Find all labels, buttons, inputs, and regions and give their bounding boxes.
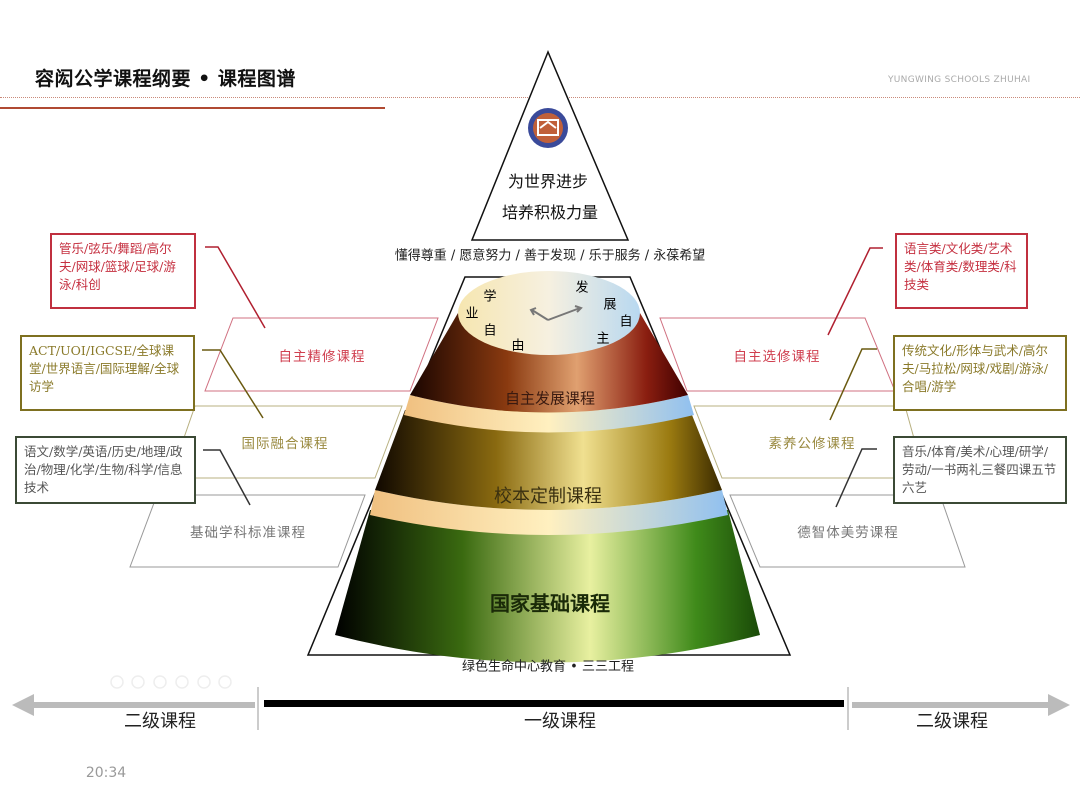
top-char: 学: [483, 289, 497, 305]
top-char: 自: [483, 323, 497, 339]
presentation-toolbar: [110, 675, 232, 689]
scale-left-bar: [30, 702, 255, 708]
plane-label-left-1: 自主精修课程: [278, 349, 366, 365]
page-title: 容闳公学课程纲要 • 课程图谱: [35, 68, 296, 90]
plane-label-left-3: 基础学科标准课程: [190, 525, 306, 541]
arrow-left-icon: [12, 694, 34, 716]
scale-center-bar: [264, 700, 844, 707]
plane-left-3: [129, 494, 366, 568]
connector-left-3: [203, 449, 251, 506]
top-char: 发: [575, 280, 589, 296]
connector-left-1: [205, 246, 266, 329]
top-char: 自: [619, 314, 633, 330]
layer-label-national-basic: 国家基础课程: [490, 591, 610, 616]
plane-label-right-1: 自主选修课程: [733, 349, 821, 365]
top-char: 展: [603, 297, 617, 313]
plane-label-left-2: 国际融合课程: [241, 436, 329, 452]
cone-layer-green: [335, 510, 760, 663]
scale-label-right: 二级课程: [916, 711, 988, 732]
base-caption: 绿色生命中心教育 • 三三工程: [462, 659, 634, 675]
plane-label-right-3: 德智体美劳课程: [797, 525, 899, 541]
top-char: 主: [596, 331, 610, 347]
plane-label-right-2: 素养公修课程: [768, 436, 856, 452]
brand-text: YUNGWING SCHOOLS ZHUHAI: [888, 75, 1031, 85]
title-underline: [0, 107, 385, 109]
scale-label-left: 二级课程: [124, 711, 196, 732]
right-box-elective: 语言类/文化类/艺术类/体育类/数理类/科技类: [895, 233, 1028, 309]
connector-right-1: [827, 247, 883, 336]
cone-top: [458, 271, 640, 355]
layer-label-school-custom: 校本定制课程: [494, 486, 602, 507]
arrows-icon: [529, 305, 583, 321]
arrow-right-icon: [1048, 694, 1070, 716]
connector-left-2: [202, 349, 264, 419]
layer-label-self-development: 自主发展课程: [504, 389, 596, 408]
core-values: 懂得尊重 / 愿意努力 / 善于发现 / 乐于服务 / 永葆希望: [394, 248, 706, 264]
school-logo-icon: [528, 108, 568, 148]
timestamp: 20:34: [85, 765, 127, 781]
connector-right-3: [835, 448, 877, 508]
cone-layer-gold: [375, 410, 722, 510]
scale-label-center: 一级课程: [524, 711, 596, 732]
right-box-literacy: 传统文化/形体与武术/高尔夫/马拉松/网球/戏剧/游泳/合唱/游学: [893, 335, 1067, 411]
apex-line-2: 培养积极力量: [501, 203, 599, 222]
top-char: 业: [465, 306, 479, 322]
left-box-international: ACT/UOI/IGCSE/全球课堂/世界语言/国际理解/全球访学: [20, 335, 195, 411]
plane-left-1: [204, 317, 439, 392]
left-box-basic: 语文/数学/英语/历史/地理/政治/物理/化学/生物/科学/信息技术: [15, 436, 196, 504]
left-box-elective: 管乐/弦乐/舞蹈/高尔夫/网球/篮球/足球/游泳/科创: [50, 233, 196, 309]
scale-right-bar: [852, 702, 1052, 708]
right-box-holistic: 音乐/体育/美术/心理/研学/劳动/一书两礼三餐四课五节六艺: [893, 436, 1067, 504]
top-char: 由: [511, 338, 525, 354]
cone-band-2: [370, 490, 728, 535]
cone-band-1: [404, 395, 694, 433]
plane-right-3: [729, 494, 966, 568]
apex-line-1: 为世界进步: [507, 172, 589, 191]
connector-right-2: [829, 348, 877, 421]
